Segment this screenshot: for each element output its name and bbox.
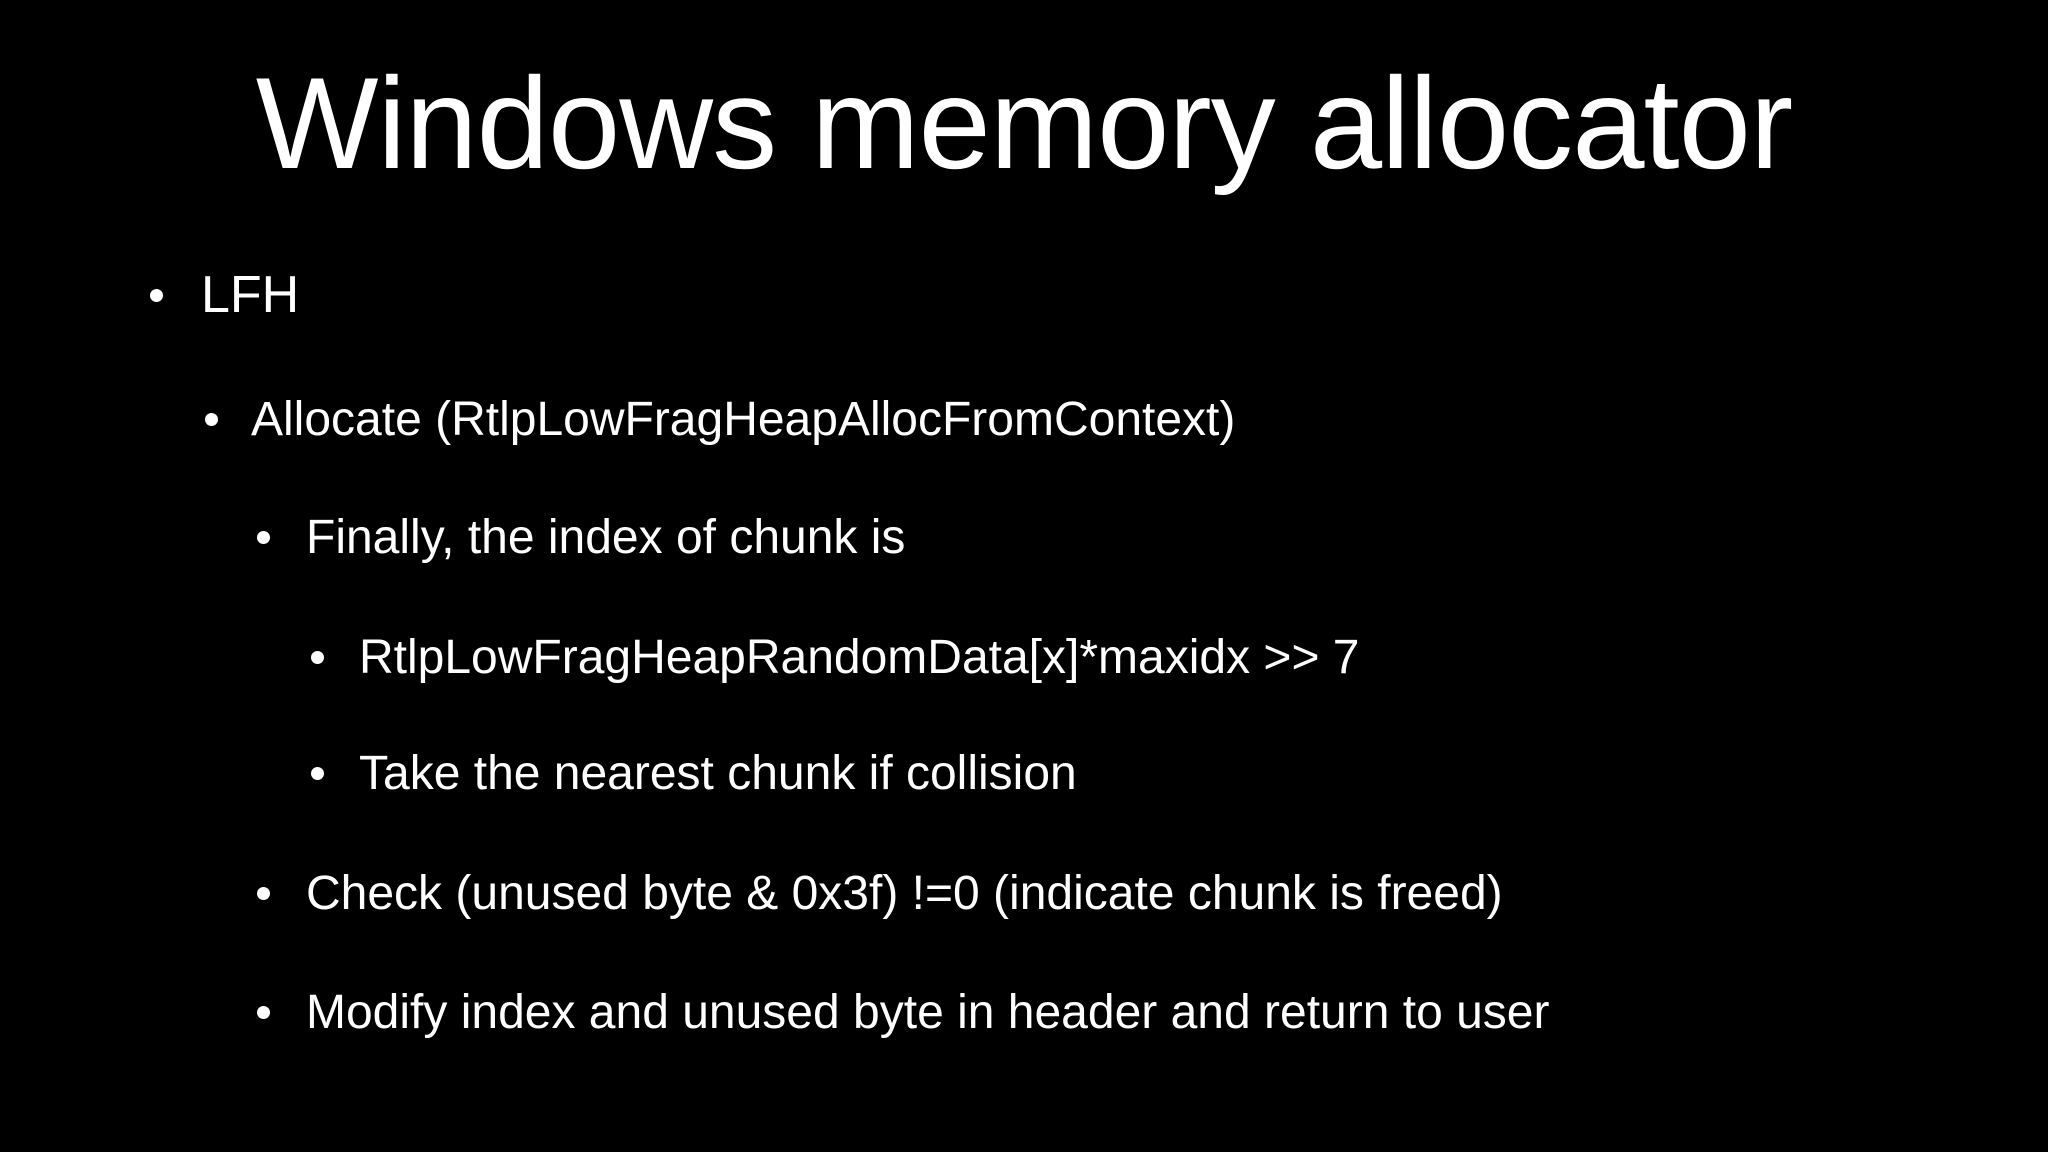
bullet-item: Check (unused byte & 0x3f) !=0 (indicate… [257, 858, 1503, 928]
bullet-text: Check (unused byte & 0x3f) !=0 (indicate… [306, 866, 1503, 920]
bullet-text: RtlpLowFragHeapRandomData[x]*maxidx >> 7 [359, 630, 1360, 684]
bullet-text: LFH [201, 266, 300, 324]
bullet-icon [311, 766, 324, 780]
bullet-icon [257, 1005, 270, 1019]
bullet-icon [257, 530, 270, 544]
bullet-item: Allocate (RtlpLowFragHeapAllocFromContex… [205, 384, 1235, 454]
bullet-item: Finally, the index of chunk is [257, 502, 905, 572]
bullet-item: LFH [150, 260, 299, 330]
bullet-text: Modify index and unused byte in header a… [306, 985, 1550, 1039]
bullet-item: Modify index and unused byte in header a… [257, 977, 1549, 1047]
bullet-item: RtlpLowFragHeapRandomData[x]*maxidx >> 7 [311, 622, 1360, 692]
bullet-icon [150, 288, 163, 302]
bullet-text: Allocate (RtlpLowFragHeapAllocFromContex… [251, 392, 1236, 446]
bullet-icon [205, 412, 218, 426]
bullet-text: Finally, the index of chunk is [306, 510, 906, 564]
bullet-text: Take the nearest chunk if collision [359, 746, 1077, 800]
slide-title: Windows memory allocator [255, 50, 1793, 196]
bullet-icon [311, 650, 324, 664]
bullet-icon [257, 886, 270, 900]
bullet-item: Take the nearest chunk if collision [311, 738, 1077, 808]
